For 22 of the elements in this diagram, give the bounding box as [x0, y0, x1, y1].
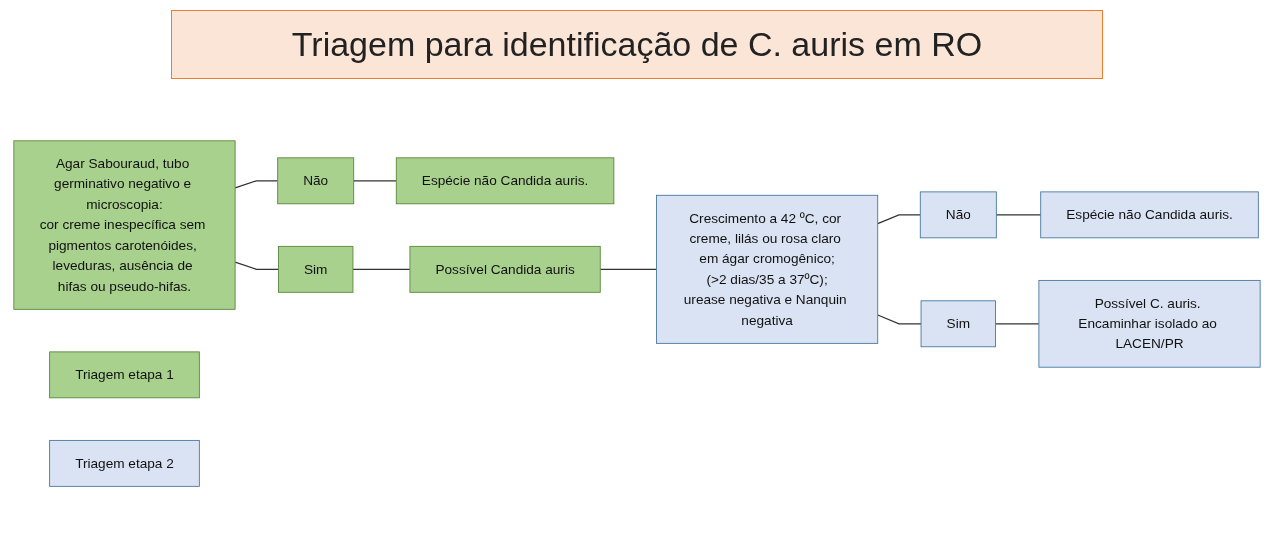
connector: [353, 180, 397, 182]
connector: [352, 269, 411, 271]
node-box: Sim: [278, 246, 354, 294]
connector: [877, 214, 921, 225]
node-box: Espécie não Candida auris.: [1040, 191, 1259, 239]
connector: [234, 261, 280, 271]
connector: [994, 323, 1040, 325]
node-box: Triagem etapa 2: [49, 440, 200, 488]
node-box: Não: [277, 157, 355, 205]
node-box: Possível C. auris. Encaminhar isolado ao LACEN/PR: [1038, 280, 1261, 369]
connector: [995, 214, 1042, 216]
node-box: Possível Candida auris: [409, 246, 601, 294]
node-box: Agar Sabouraud, tubo germinativo negativo e microscopia: cor creme inespecífica sem pigmentos carotenóides, leveduras, ausência de hifas ou pseudo-hifas.: [13, 140, 236, 311]
node-box: Triagem etapa 1: [49, 351, 200, 399]
connector: [599, 269, 658, 271]
node-box: Sim: [920, 300, 996, 348]
node-box: Espécie não Candida auris.: [395, 157, 615, 205]
node-box: Crescimento a 42 ºC, cor creme, lilás ou rosa claro em ágar cromogênico; (>2 dias/35 a 37ºC); urease negativa e Nanquin negativa: [656, 195, 879, 345]
title-banner: Triagem para identificação de C. auris em RO: [170, 10, 1104, 79]
node-box: Não: [919, 191, 997, 239]
connector: [877, 314, 922, 325]
connector: [234, 180, 279, 189]
